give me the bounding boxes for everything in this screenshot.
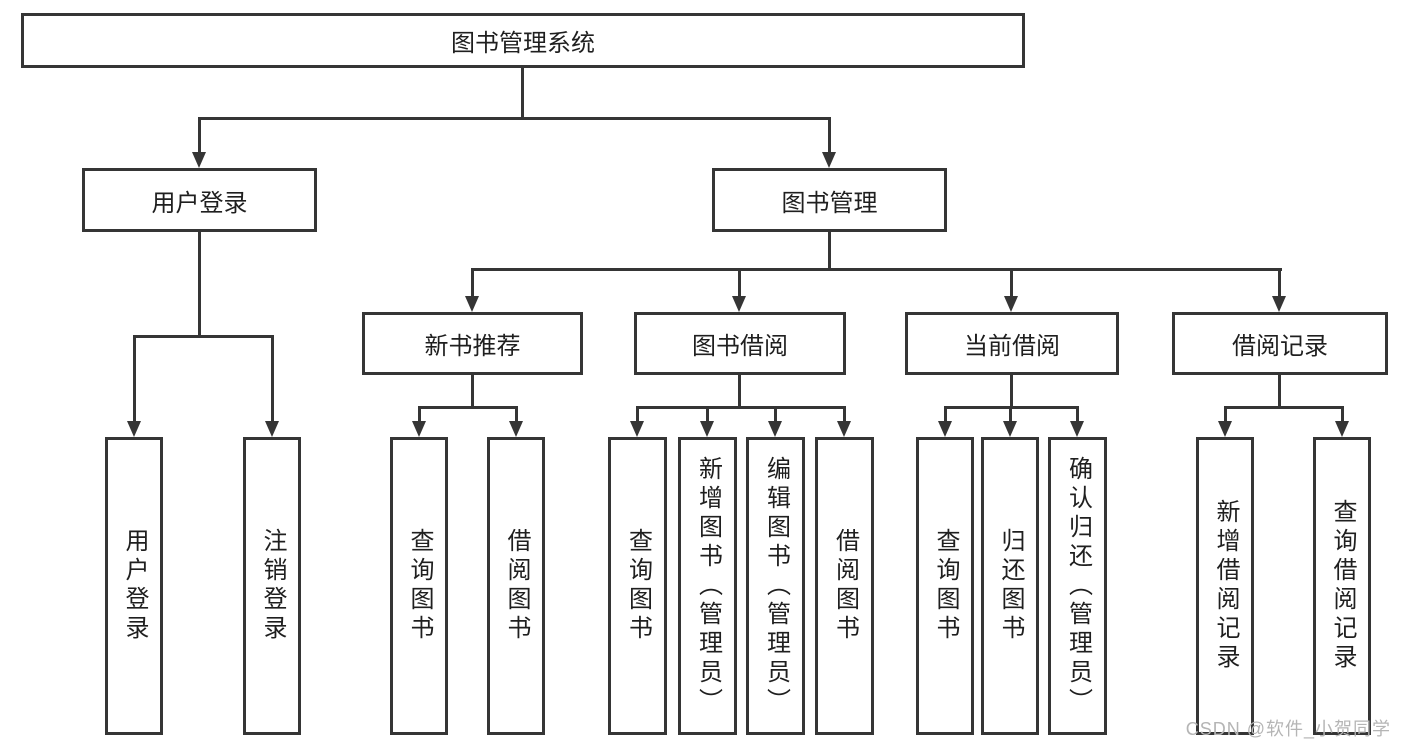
connector-stub-leaf (1224, 406, 1227, 421)
connector-stub-logout-leaf (271, 335, 274, 421)
connector-stub-book-management (828, 117, 831, 153)
arrow-down-icon (732, 296, 746, 312)
node-label: 查询图书 (932, 528, 959, 644)
csdn-watermark: CSDN @软件_小贺同学 (1185, 719, 1391, 739)
connector-userlogin-branch (133, 335, 273, 338)
node-label: 归还图书 (997, 528, 1024, 644)
connector-bookmgmt-stem (828, 232, 831, 270)
connector-stub-leaf (1341, 406, 1344, 421)
arrow-down-icon (412, 421, 426, 437)
arrow-down-icon (700, 421, 714, 437)
node-label: 借阅记录 (1232, 333, 1328, 360)
node-label: 新增借阅记录 (1212, 499, 1239, 673)
connector-stub-leaf (706, 406, 709, 421)
leaf-add-books-admin: 新增图书（管理员） (678, 437, 737, 735)
connector-root-stem (521, 68, 524, 119)
arrow-down-icon (1003, 421, 1017, 437)
connector-currentborrow-stem (1010, 375, 1013, 408)
connector-bookborrow-branch (636, 406, 846, 409)
leaf-user-login: 用户登录 (105, 437, 163, 735)
node-current-borrowing: 当前借阅 (905, 312, 1119, 375)
connector-stub-login-leaf (133, 335, 136, 421)
leaf-query-books-current: 查询图书 (916, 437, 974, 735)
node-borrow-records: 借阅记录 (1172, 312, 1388, 375)
leaf-query-books-borrow: 查询图书 (608, 437, 667, 735)
arrow-down-icon (265, 421, 279, 437)
node-root-library-system: 图书管理系统 (21, 13, 1025, 68)
node-new-book-recommend: 新书推荐 (362, 312, 583, 375)
connector-stub-leaf (944, 406, 947, 421)
node-book-borrowing: 图书借阅 (634, 312, 846, 375)
node-label: 借阅图书 (831, 528, 859, 644)
node-label: 借阅图书 (503, 528, 530, 644)
node-label: 编辑图书（管理员） (762, 455, 790, 717)
node-book-management: 图书管理 (712, 168, 947, 232)
connector-stub-bookborrow (738, 268, 741, 296)
connector-stub-leaf (418, 406, 421, 421)
connector-root-branch (198, 117, 831, 120)
node-label: 查询图书 (406, 528, 433, 644)
connector-borrowrecord-stem (1278, 375, 1281, 408)
arrow-down-icon (1335, 421, 1349, 437)
connector-stub-user-login (198, 117, 201, 153)
connector-newbook-stem (471, 375, 474, 408)
connector-stub-leaf (1076, 406, 1079, 421)
connector-userlogin-stem (198, 232, 201, 337)
leaf-return-books: 归还图书 (981, 437, 1039, 735)
arrow-down-icon (192, 152, 206, 168)
connector-newbook-branch (418, 406, 518, 409)
leaf-query-borrow-record: 查询借阅记录 (1313, 437, 1371, 735)
leaf-add-borrow-record: 新增借阅记录 (1196, 437, 1254, 735)
node-label: 查询图书 (624, 528, 652, 644)
leaf-borrow-books-recommend: 借阅图书 (487, 437, 545, 735)
arrow-down-icon (837, 421, 851, 437)
arrow-down-icon (127, 421, 141, 437)
arrow-down-icon (1004, 296, 1018, 312)
node-label: 查询借阅记录 (1329, 499, 1356, 673)
node-label: 图书借阅 (692, 333, 788, 360)
arrow-down-icon (1218, 421, 1232, 437)
connector-stub-newbook (471, 268, 474, 296)
leaf-borrow-books: 借阅图书 (815, 437, 874, 735)
leaf-edit-books-admin: 编辑图书（管理员） (746, 437, 805, 735)
node-label: 新书推荐 (424, 333, 521, 360)
arrow-down-icon (1070, 421, 1084, 437)
connector-stub-borrowrecord (1278, 268, 1281, 296)
connector-stub-leaf (774, 406, 777, 421)
node-label: 注销登录 (259, 528, 286, 644)
arrow-down-icon (768, 421, 782, 437)
node-label: 用户登录 (121, 528, 148, 644)
connector-bookborrow-stem (738, 375, 741, 408)
node-label: 用户登录 (151, 189, 248, 217)
leaf-logout: 注销登录 (243, 437, 301, 735)
connector-borrowrecord-branch (1224, 406, 1344, 409)
arrow-down-icon (1272, 296, 1286, 312)
node-label: 新增图书（管理员） (694, 455, 722, 717)
node-label: 图书管理 (781, 189, 878, 217)
connector-bookmgmt-branch (471, 268, 1282, 271)
connector-stub-leaf (843, 406, 846, 421)
node-label: 当前借阅 (964, 333, 1060, 360)
leaf-query-books-recommend: 查询图书 (390, 437, 448, 735)
connector-stub-leaf (636, 406, 639, 421)
arrow-down-icon (465, 296, 479, 312)
connector-stub-leaf (1009, 406, 1012, 421)
node-label: 确认归还（管理员） (1064, 455, 1092, 717)
node-user-login: 用户登录 (82, 168, 317, 232)
connector-stub-currentborrow (1010, 268, 1013, 296)
arrow-down-icon (509, 421, 523, 437)
connector-stub-leaf (515, 406, 518, 421)
arrow-down-icon (822, 152, 836, 168)
leaf-confirm-return-admin: 确认归还（管理员） (1048, 437, 1107, 735)
arrow-down-icon (938, 421, 952, 437)
node-label: 图书管理系统 (451, 30, 595, 57)
arrow-down-icon (630, 421, 644, 437)
